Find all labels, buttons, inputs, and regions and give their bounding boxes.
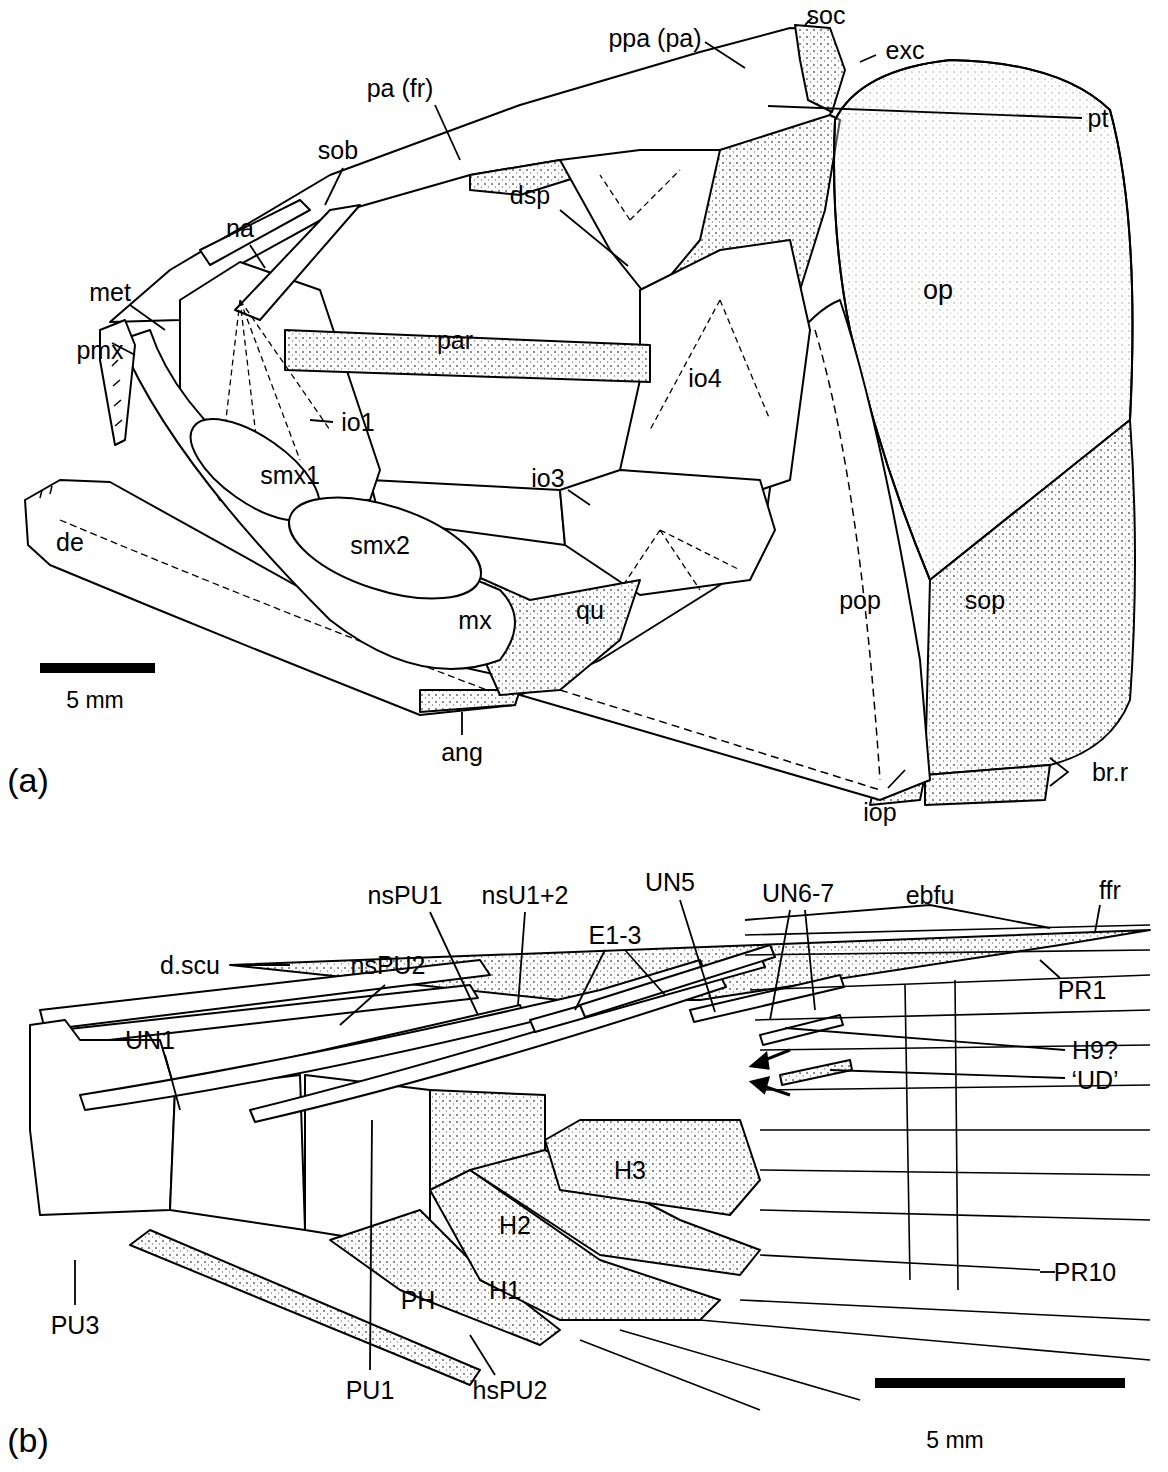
panel-letter: (b) [7,1423,49,1457]
part-label: pop [839,588,881,613]
part-label: UN5 [645,870,695,895]
part-label: smx2 [350,533,410,558]
scale-bar [875,1378,1125,1388]
part-label: iop [863,800,896,825]
part-label: br.r [1092,760,1128,785]
part-label: ‘UD’ [1071,1068,1118,1093]
part-label: pt [1088,106,1109,131]
part-label: io4 [688,366,721,391]
part-label: hsPU2 [472,1378,547,1403]
pointer-arrows [752,1050,790,1095]
part-label: nsPU1 [367,883,442,908]
part-label: d.scu [160,953,220,978]
part-label: PR10 [1054,1260,1117,1285]
part-label: mx [458,608,491,633]
scale-bar [40,663,155,673]
part-label: ang [441,740,483,765]
part-label: nsPU2 [350,953,425,978]
part-label: sob [318,138,358,163]
part-label: smx1 [260,463,320,488]
panel-letter: (a) [7,763,49,797]
part-label: io1 [341,410,374,435]
leader-lines [112,18,1082,788]
part-label: E1-3 [589,923,642,948]
part-label: UN1 [125,1028,175,1053]
scale-label: 5 mm [926,1429,984,1452]
part-label: PU1 [346,1378,395,1403]
part-label: na [226,216,254,241]
part-label: PR1 [1058,978,1107,1003]
part-label: soc [807,3,846,28]
part-label: met [89,280,131,305]
scale-label: 5 mm [66,689,124,712]
part-label: ppa (pa) [608,26,701,51]
part-label: ebfu [906,883,955,908]
caudal-panel [30,930,1150,1385]
fin-rays [580,925,1150,1410]
part-label: dsp [510,183,550,208]
part-label: UN6-7 [762,881,834,906]
part-label: io3 [531,466,564,491]
part-label: op [923,277,953,304]
part-label: PU3 [51,1313,100,1338]
part-label: PH [401,1288,436,1313]
part-label: de [56,530,84,555]
part-label: qu [576,598,604,623]
skull-panel [25,25,1135,805]
part-label: par [437,328,473,353]
leader-lines [75,900,1100,1375]
part-label: exc [886,38,925,63]
part-label: pa (fr) [367,76,434,101]
part-label: H9? [1072,1038,1118,1063]
part-label: H2 [499,1213,531,1238]
part-label: pmx [76,338,123,363]
part-label: H3 [614,1158,646,1183]
part-label: ffr [1099,878,1121,903]
part-label: H1 [489,1278,521,1303]
part-label: sop [965,588,1005,613]
part-label: nsU1+2 [482,883,569,908]
